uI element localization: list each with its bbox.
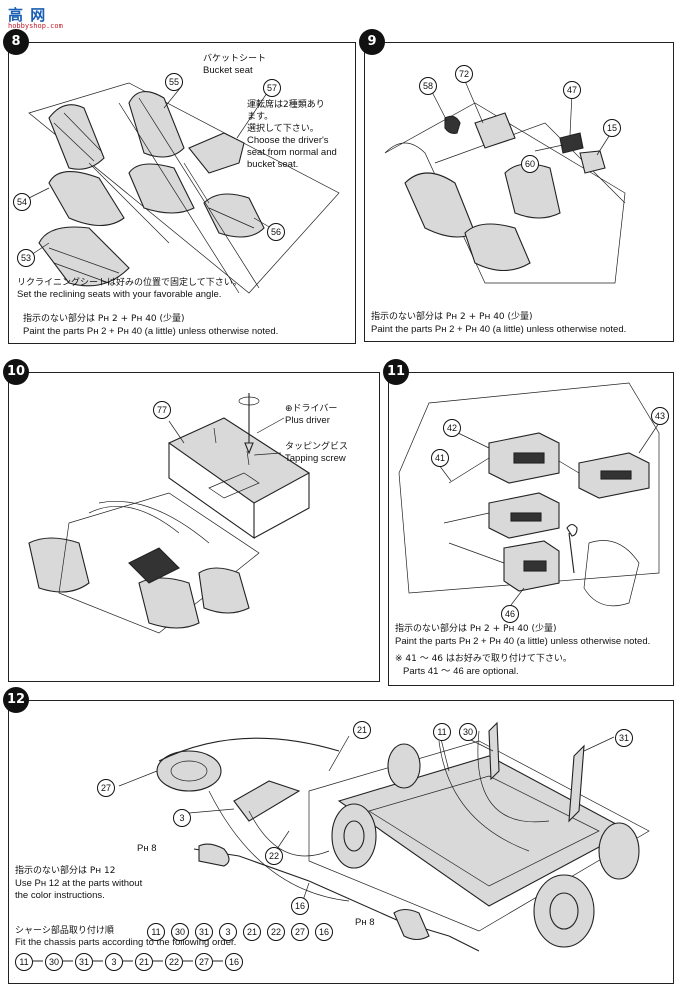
part-callout-30: 30 (459, 723, 477, 741)
rear-deck-box-illustration (28, 393, 311, 634)
paint-note-jp: 指示のない部分は Pн 12 (15, 866, 116, 876)
assembly-order-sequence: 11 30 31 3 21 22 27 16 (15, 953, 275, 971)
paint-note-en-1: Use Pн 12 at the parts without (15, 878, 143, 889)
order-step: 16 (315, 923, 333, 941)
driver-seat-note-en-2: seat from normal and (247, 147, 337, 158)
order-step: 3 (105, 953, 123, 971)
recline-note-en: Set the reclining seats with your favora… (17, 289, 222, 300)
paint-note-jp: 指示のない部分は Pн 2 + Pн 40 (少量) (395, 624, 557, 634)
order-step: 16 (225, 953, 243, 971)
chassis-assembly-illustration (118, 721, 650, 952)
seats-illustration (28, 82, 340, 294)
part-callout-47: 47 (563, 81, 581, 99)
optional-note-jp: ※ 41 〜 46 はお好みで取り付けて下さい。 (395, 654, 572, 664)
chassis-order-note-jp: シャーシ部品取り付け順 (15, 926, 114, 936)
step-8-panel: 8 55 57 54 53 56 バケットシート Bucket seat 運転席… (3, 29, 356, 344)
paint-note-en-2: the color instructions. (15, 890, 105, 901)
driver-seat-note-jp-2: ます。 (247, 112, 274, 122)
part-callout-46: 46 (501, 605, 519, 623)
part-callout-42: 42 (443, 419, 461, 437)
optional-note-en: Parts 41 〜 46 are optional. (403, 666, 519, 677)
order-step: 30 (45, 953, 63, 971)
interior-center-console-illustration (384, 80, 626, 284)
part-callout-53: 53 (17, 249, 35, 267)
part-callout-58: 58 (419, 77, 437, 95)
part-callout-56: 56 (267, 223, 285, 241)
part-callout-3: 3 (173, 809, 191, 827)
step-number-10: 10 (3, 359, 29, 385)
paint-note-en: Paint the parts Pн 2 + Pн 40 (a little) … (371, 324, 627, 335)
part-callout-54: 54 (13, 193, 31, 211)
step-number-12: 12 (3, 687, 29, 713)
part-callout-55: 55 (165, 73, 183, 91)
watermark-subtext: hobbyshop.com (8, 22, 63, 30)
part-callout-31: 31 (615, 729, 633, 747)
order-step: 27 (291, 923, 309, 941)
paint-note-jp: 指示のない部分は Pн 2 + Pн 40 (少量) (371, 312, 533, 322)
part-callout-57: 57 (263, 79, 281, 97)
order-step: 30 (171, 923, 189, 941)
step-12-panel: 12 21 11 30 31 27 3 22 16 Pн 8 Pн 8 指示のな… (3, 687, 674, 984)
part-callout-16: 16 (291, 897, 309, 915)
tapping-screw-label-en: Tapping screw (285, 453, 346, 464)
step-number-9: 9 (359, 29, 385, 55)
order-step: 11 (147, 923, 165, 941)
order-step: 21 (135, 953, 153, 971)
driver-seat-note-en-3: bucket seat. (247, 159, 299, 170)
bucket-seat-label-en: Bucket seat (203, 65, 253, 76)
order-step: 31 (75, 953, 93, 971)
order-step: 21 (243, 923, 261, 941)
order-step: 27 (195, 953, 213, 971)
part-callout-15: 15 (603, 119, 621, 137)
part-callout-60: 60 (521, 155, 539, 173)
order-step: 3 (219, 923, 237, 941)
tapping-screw-label-jp: タッピングビス (285, 442, 349, 452)
step-9-panel: 9 58 72 47 15 60 指示のない部分は Pн 2 + Pн 40 (… (359, 29, 674, 342)
part-callout-21: 21 (353, 721, 371, 739)
step-number-11: 11 (383, 359, 409, 385)
driver-seat-note-jp-1: 運転席は2種類あり (247, 100, 325, 110)
step-number-8: 8 (3, 29, 29, 55)
order-dash-connectors (33, 960, 223, 962)
paint-note-en: Paint the parts Pн 2 + Pн 40 (a little) … (395, 636, 651, 647)
paint-code-label-ph8-b: Pн 8 (355, 917, 375, 928)
part-callout-41: 41 (431, 449, 449, 467)
step-11-panel: 11 42 43 41 46 指示のない部分は Pн 2 + Pн 40 (少量… (383, 359, 674, 686)
recline-note-jp: リクライニングシートは好みの位置で固定して下さい。 (17, 278, 242, 288)
plus-driver-label-en: Plus driver (285, 415, 330, 426)
order-step: 22 (267, 923, 285, 941)
driver-seat-note-jp-3: 選択して下さい。 (247, 124, 319, 134)
part-callout-72: 72 (455, 65, 473, 83)
step-10-panel: 10 77 ⊕ドライバー Plus driver タッピングビス Tapping… (3, 359, 380, 682)
bucket-seat-label-jp: バケットシート (203, 54, 267, 64)
part-callout-22: 22 (265, 847, 283, 865)
site-watermark-logo: 高 网 hobbyshop.com (6, 4, 68, 32)
order-step: 11 (15, 953, 33, 971)
chassis-order-note-en: Fit the chassis parts according to the f… (15, 937, 237, 948)
paint-note-jp: 指示のない部分は Pн 2 + Pн 40 (少量) (23, 314, 185, 324)
audio-units-illustration (398, 382, 660, 607)
assembly-order-sequence-inline: 11 30 31 3 21 22 27 16 (147, 923, 347, 941)
paint-code-label-ph8-a: Pн 8 (137, 843, 157, 854)
part-callout-11: 11 (433, 723, 451, 741)
watermark-text: 高 网 (8, 6, 47, 24)
part-callout-43: 43 (651, 407, 669, 425)
order-step: 31 (195, 923, 213, 941)
driver-seat-note-en-1: Choose the driver's (247, 135, 329, 146)
order-step: 22 (165, 953, 183, 971)
plus-driver-label-jp: ⊕ドライバー (285, 404, 338, 414)
part-callout-77: 77 (153, 401, 171, 419)
paint-note-en: Paint the parts Pн 2 + Pн 40 (a little) … (23, 326, 279, 337)
part-callout-27: 27 (97, 779, 115, 797)
